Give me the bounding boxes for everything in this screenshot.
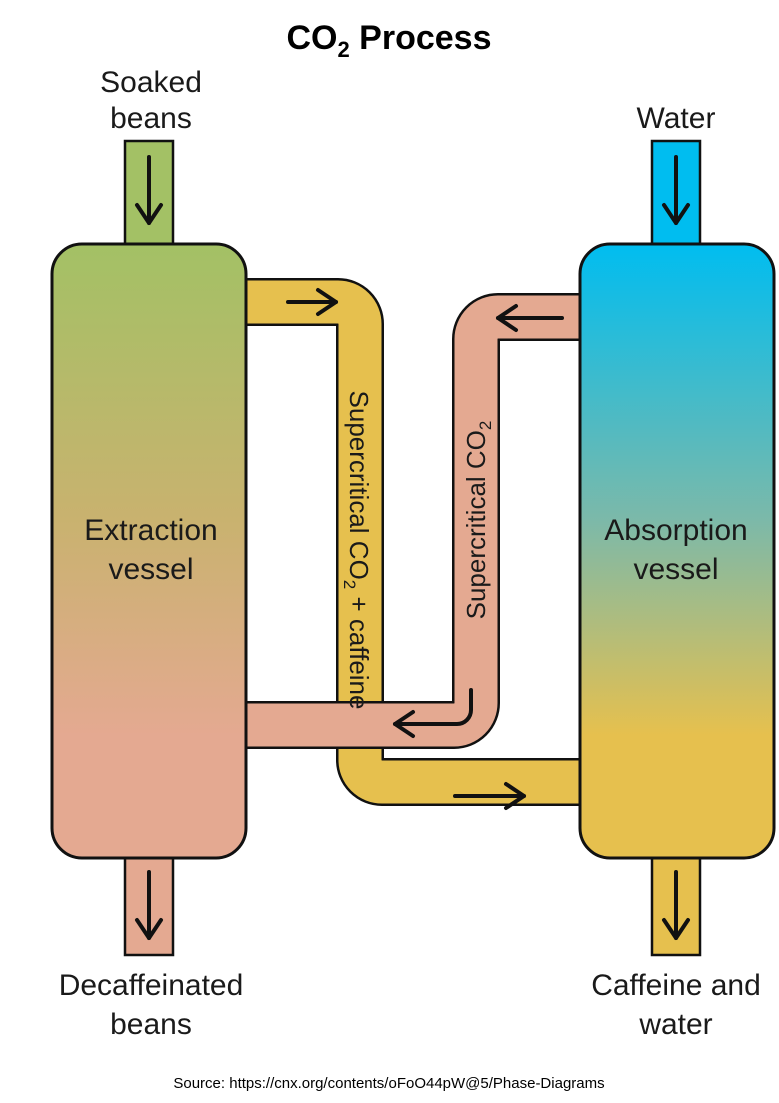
extraction-vessel-label-line2: vessel	[108, 553, 193, 586]
caffeine-water-label-line2: water	[638, 1008, 712, 1041]
caffeine-outlet-arrow-icon	[662, 870, 690, 940]
soaked-beans-label-line2: beans	[110, 102, 192, 135]
source-citation: Source: https://cnx.org/contents/oFoO44p…	[173, 1075, 604, 1092]
left-pipe-label-subscript: 2	[340, 580, 359, 589]
co2-return-in-arrow-icon	[393, 688, 473, 738]
co2-return-pipe	[240, 293, 585, 749]
water-label: Water	[637, 102, 716, 135]
right-pipe-label-prefix: Supercritical CO	[461, 430, 491, 619]
beans-inlet-arrow-icon	[135, 155, 163, 225]
co2-return-pipe-label: Supercritical CO2	[461, 421, 495, 620]
water-inlet-arrow-icon	[662, 155, 690, 225]
absorption-vessel-label-line2: vessel	[633, 553, 718, 586]
left-pipe-label-prefix: Supercritical CO	[344, 391, 374, 580]
co2-caffeine-out-arrow-icon	[286, 288, 338, 316]
absorption-vessel-label-line1: Absorption	[604, 514, 747, 547]
co2-return-out-arrow-icon	[496, 304, 564, 332]
caffeine-water-label-line1: Caffeine and	[591, 969, 761, 1002]
co2-caffeine-pipe-label: Supercritical CO2 + caffeine	[340, 391, 374, 710]
co2-caffeine-pipe	[240, 278, 585, 806]
decaf-beans-label-line2: beans	[110, 1008, 192, 1041]
decaf-beans-label-line1: Decaffeinated	[59, 969, 244, 1002]
diagram-title: CO2 Process	[286, 19, 491, 62]
title-subscript: 2	[337, 37, 349, 62]
extraction-vessel	[50, 242, 248, 860]
decaf-outlet-arrow-icon	[135, 870, 163, 940]
title-prefix: CO	[286, 19, 337, 57]
right-pipe-label-subscript: 2	[476, 421, 495, 430]
extraction-vessel-label-line1: Extraction	[84, 514, 217, 547]
co2-caffeine-in-arrow-icon	[453, 782, 526, 810]
title-suffix: Process	[350, 19, 492, 57]
absorption-vessel	[578, 242, 776, 860]
soaked-beans-label-line1: Soaked	[100, 66, 202, 99]
left-pipe-label-suffix: + caffeine	[344, 589, 374, 709]
